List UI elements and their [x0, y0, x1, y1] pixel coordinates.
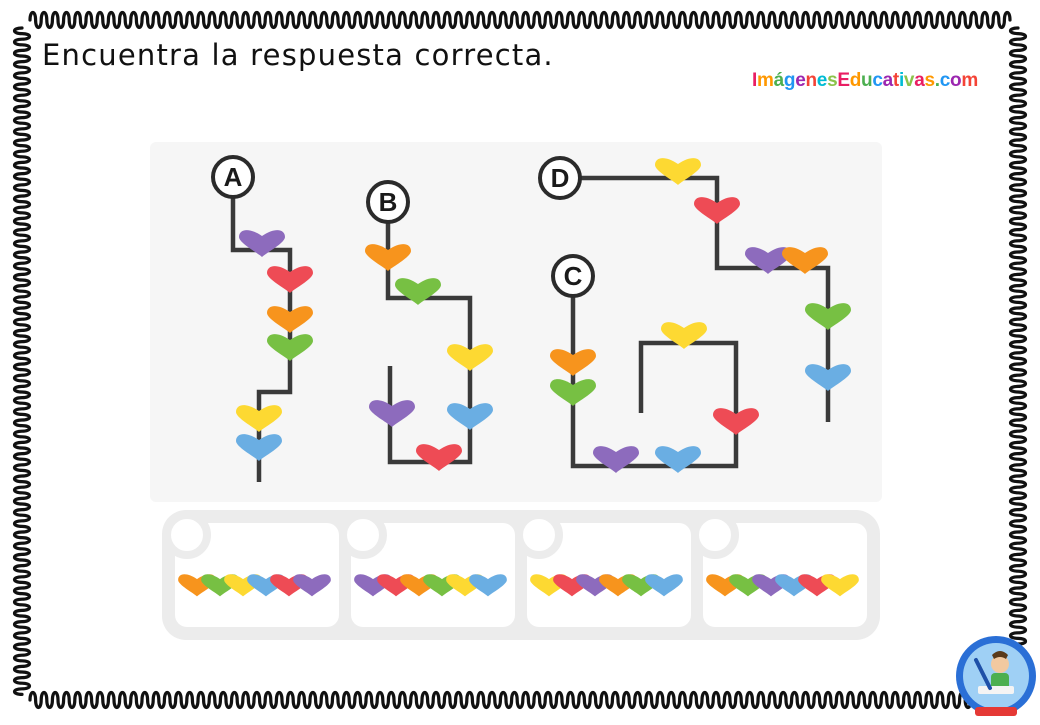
path-label: A — [224, 162, 243, 192]
page-title: Encuentra la respuesta correcta. — [42, 38, 554, 72]
squiggle-edge — [28, 690, 1012, 710]
squiggle-edge — [1008, 26, 1028, 696]
answer-bubble[interactable] — [515, 511, 563, 559]
path-line — [570, 297, 739, 469]
badge-ribbon — [975, 707, 1017, 716]
answer-option-2[interactable] — [339, 511, 515, 627]
path-label: B — [379, 187, 398, 217]
child-writing-icon — [974, 651, 1014, 694]
squiggle-frame — [12, 10, 1028, 710]
puzzle-background — [150, 142, 882, 502]
answer-bubble[interactable] — [691, 511, 739, 559]
answer-option-4[interactable] — [691, 511, 867, 627]
path-d: D — [538, 156, 851, 422]
site-badge — [956, 636, 1036, 716]
path-label: C — [564, 261, 583, 291]
path-label-circle — [538, 156, 582, 200]
path-label-circle — [366, 180, 410, 224]
path-c: C — [550, 254, 759, 473]
path-label-circle — [551, 254, 595, 298]
path-label-circle — [211, 155, 255, 199]
brand-logo: ImágenesEducativas.com — [752, 70, 978, 91]
answer-bubble[interactable] — [163, 511, 211, 559]
answer-option-3[interactable] — [515, 511, 691, 627]
answer-bubble[interactable] — [339, 511, 387, 559]
squiggle-edge — [12, 26, 32, 696]
path-b: B — [365, 180, 493, 471]
squiggle-edge — [28, 10, 1012, 30]
answer-option-1[interactable] — [163, 511, 339, 627]
path-label: D — [551, 163, 570, 193]
path-line — [385, 223, 473, 465]
answer-panel — [162, 510, 880, 640]
maze-paths: A B C D — [211, 155, 851, 482]
path-a: A — [211, 155, 313, 482]
